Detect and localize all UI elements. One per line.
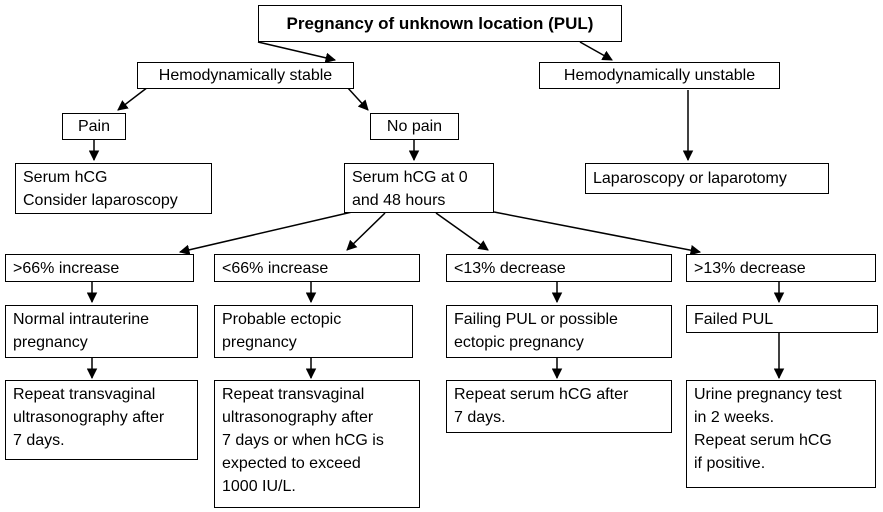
branch-3-action-box: Repeat serum hCG after 7 days.	[446, 380, 672, 433]
branch-4-condition-box: >13% decrease	[686, 254, 876, 282]
branch-3-condition-box: <13% decrease	[446, 254, 672, 282]
serum-hcg-laparoscopy-box: Serum hCG Consider laparoscopy	[15, 163, 212, 214]
arrow-root-to-stable	[257, 41, 337, 63]
arrow-stable-to-pain	[117, 86, 149, 111]
no-pain-box: No pain	[370, 113, 459, 140]
branch-4-action-box: Urine pregnancy test in 2 weeks. Repeat …	[686, 380, 876, 488]
arrow-serum-to-branch-3	[435, 212, 489, 251]
arrow-serum-to-branch-4	[493, 211, 702, 256]
hemodynamically-stable-box: Hemodynamically stable	[137, 62, 354, 89]
branch-2-condition-box: <66% increase	[214, 254, 420, 282]
serum-hcg-0-48-box: Serum hCG at 0 and 48 hours	[344, 163, 494, 213]
branch-2-action-box: Repeat transvaginal ultrasonography afte…	[214, 380, 420, 508]
branch-4-interpretation-box: Failed PUL	[686, 305, 878, 333]
root-box: Pregnancy of unknown location (PUL)	[258, 5, 622, 42]
branch-1-condition-box: >66% increase	[5, 254, 194, 282]
arrow-stable-to-nopain	[346, 86, 369, 111]
branch-3-interpretation-box: Failing PUL or possible ectopic pregnanc…	[446, 305, 672, 358]
pain-box: Pain	[62, 113, 126, 140]
branch-2-interpretation-box: Probable ectopic pregnancy	[214, 305, 413, 358]
hemodynamically-unstable-box: Hemodynamically unstable	[539, 62, 780, 89]
laparoscopy-laparotomy-box: Laparoscopy or laparotomy	[585, 163, 829, 194]
arrow-root-to-unstable	[579, 41, 613, 61]
arrow-serum-to-branch-1	[178, 211, 353, 255]
branch-1-interpretation-box: Normal intrauterine pregnancy	[5, 305, 198, 358]
arrow-serum-to-branch-2	[346, 212, 386, 251]
branch-1-action-box: Repeat transvaginal ultrasonography afte…	[5, 380, 198, 460]
